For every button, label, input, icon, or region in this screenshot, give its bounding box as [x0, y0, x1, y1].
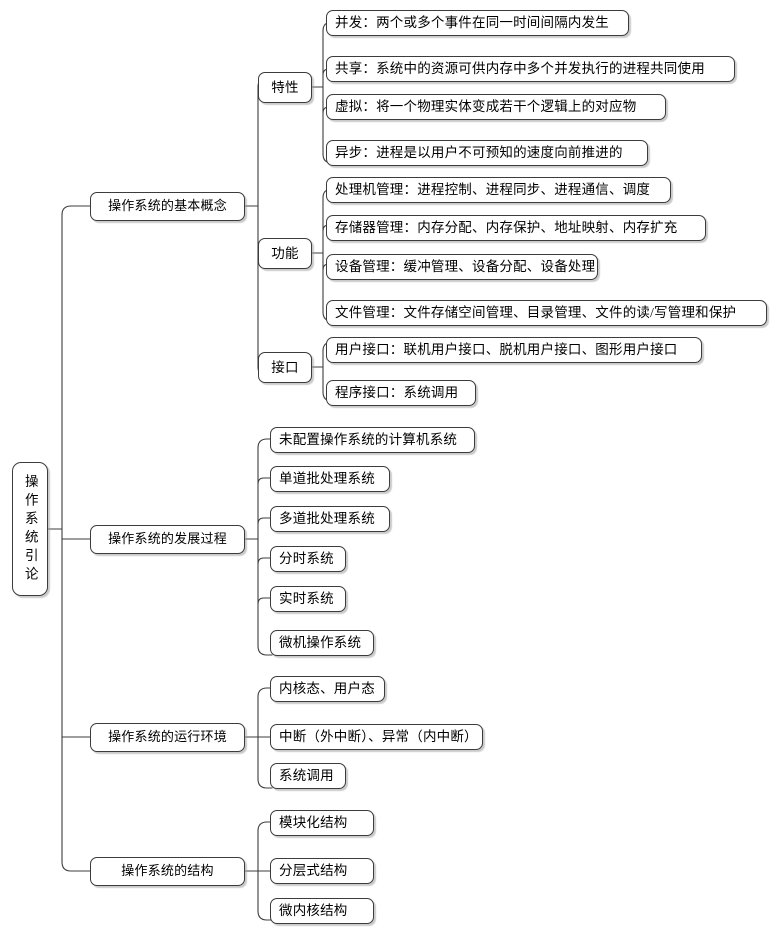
link-trunk-b4 [61, 861, 91, 872]
leaf-processor-management[interactable]: 处理机管理：进程控制、进程同步、进程通信、调度 [326, 177, 671, 203]
leaf-virtual[interactable]: 虚拟：将一个物理实体变成若干个逻辑上的对应物 [326, 94, 666, 120]
leaf-multi-batch[interactable]: 多道批处理系统 [270, 506, 390, 532]
branch-node-structure[interactable]: 操作系统的结构 [90, 857, 245, 886]
leaf-no-os-computer[interactable]: 未配置操作系统的计算机系统 [270, 427, 475, 453]
leaf-layered-structure[interactable]: 分层式结构 [270, 858, 374, 884]
leaf-file-management[interactable]: 文件管理：文件存储空间管理、目录管理、文件的读/写管理和保护 [326, 300, 767, 326]
link-trunk-b1 [61, 205, 91, 216]
leaf-device-management[interactable]: 设备管理：缓冲管理、设备分配、设备处理 [326, 254, 598, 280]
node-interfaces[interactable]: 接口 [258, 352, 312, 383]
node-functions[interactable]: 功能 [258, 238, 312, 269]
leaf-realtime[interactable]: 实时系统 [270, 586, 346, 612]
leaf-timesharing[interactable]: 分时系统 [270, 546, 346, 572]
leaf-microcomputer-os[interactable]: 微机操作系统 [270, 630, 374, 656]
leaf-interrupt-exception[interactable]: 中断（外中断）、异常（内中断） [270, 724, 483, 750]
leaf-modular-structure[interactable]: 模块化结构 [270, 810, 374, 836]
branch-node-basic-concepts[interactable]: 操作系统的基本概念 [90, 192, 245, 221]
leaf-asynchronous[interactable]: 异步：进程是以用户不可预知的速度向前推进的 [326, 140, 648, 166]
leaf-memory-management[interactable]: 存储器管理：内存分配、内存保护、地址映射、内存扩充 [326, 215, 706, 241]
leaf-single-batch[interactable]: 单道批处理系统 [270, 466, 390, 492]
node-characteristics[interactable]: 特性 [258, 72, 312, 103]
leaf-system-call[interactable]: 系统调用 [270, 763, 346, 789]
leaf-concurrency[interactable]: 并发：两个或多个事件在同一时间间隔内发生 [326, 10, 629, 36]
branch-node-runtime-env[interactable]: 操作系统的运行环境 [90, 723, 245, 752]
leaf-program-interface[interactable]: 程序接口：系统调用 [326, 380, 476, 406]
leaf-user-interface[interactable]: 用户接口：联机用户接口、脱机用户接口、图形用户接口 [326, 337, 702, 363]
root-node[interactable]: 操作系统引论 [12, 462, 48, 596]
leaf-kernel-user-mode[interactable]: 内核态、用户态 [270, 676, 385, 702]
branch-node-development[interactable]: 操作系统的发展过程 [90, 525, 245, 554]
leaf-microkernel-structure[interactable]: 微内核结构 [270, 898, 374, 924]
leaf-sharing[interactable]: 共享：系统中的资源可供内存中多个并发执行的进程共同使用 [326, 56, 735, 82]
